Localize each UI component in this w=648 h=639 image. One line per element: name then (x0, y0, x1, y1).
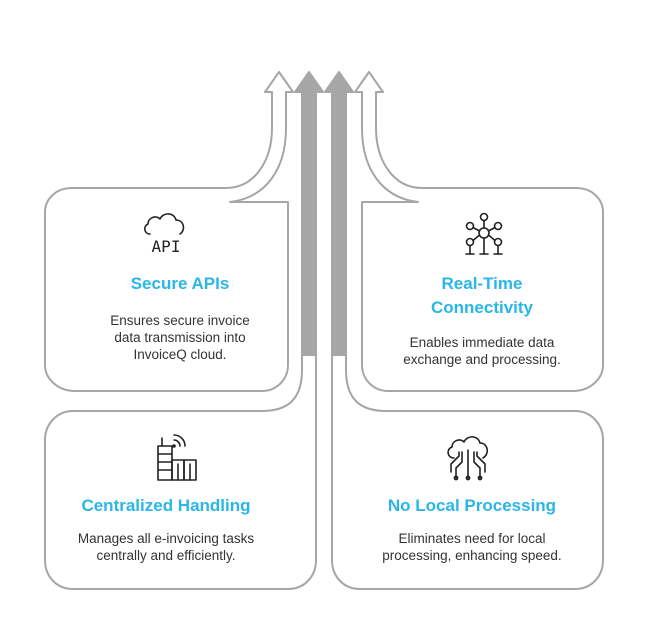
svg-text:API: API (152, 237, 181, 256)
real-time-desc-line-2: exchange and processing. (403, 352, 561, 367)
center-left-arrow (294, 71, 324, 356)
secure-apis-desc-line-2: data transmission into (114, 330, 246, 345)
no-local-processing-title: No Local Processing (387, 496, 557, 515)
centralized-handling-title: Centralized Handling (81, 496, 251, 515)
centralized-handling-desc-line-2: centrally and efficiently. (96, 548, 236, 563)
network-hub-icon (458, 208, 510, 260)
secure-apis-desc-line-1: Ensures secure invoice (110, 313, 250, 328)
secure-apis-desc-line-3: InvoiceQ cloud. (133, 347, 227, 362)
secure-apis-text: Secure APIs Ensures secure invoice data … (60, 272, 300, 363)
no-local-processing-text: No Local Processing Eliminates need for … (352, 494, 592, 564)
secure-apis-card-shape (44, 71, 294, 392)
center-right-arrow (324, 71, 354, 356)
real-time-title-part-3: Connectivity (430, 298, 534, 317)
real-time-desc-line-1: Enables immediate data (409, 335, 555, 350)
real-time-title-part-1: Real- (441, 274, 484, 293)
secure-apis-title: Secure APIs (130, 274, 230, 293)
cloud-api-icon: API (140, 208, 192, 260)
centralized-handling-text: Centralized Handling Manages all e-invoi… (46, 494, 286, 564)
cloud-circuit-icon (442, 432, 494, 484)
tower-signal-icon (152, 432, 204, 484)
no-local-processing-desc-line-2: processing, enhancing speed. (382, 548, 562, 563)
real-time-title-part-2: Time (483, 274, 523, 293)
centralized-handling-desc-line-1: Manages all e-invoicing tasks (77, 531, 255, 546)
no-local-processing-desc-line-1: Eliminates need for local (398, 531, 546, 546)
